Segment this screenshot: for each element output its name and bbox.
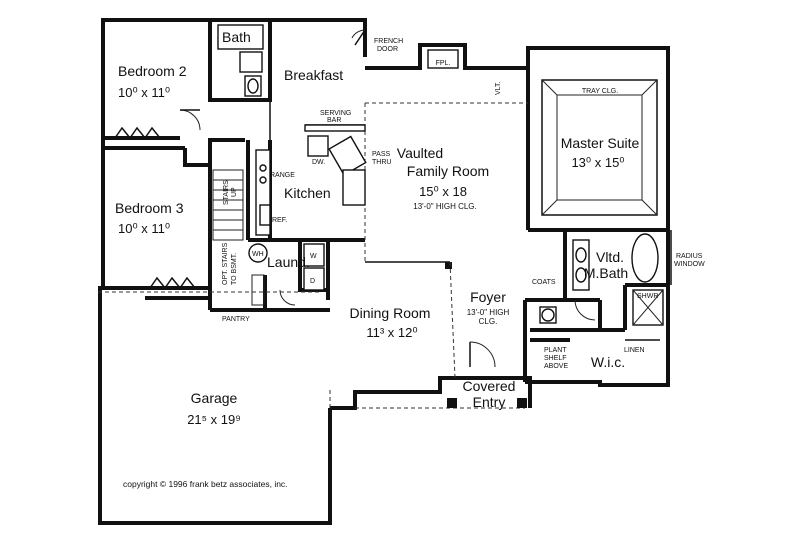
label-dryer: D — [310, 278, 315, 285]
room-dim-bedroom-3: 10⁰ x 11⁰ — [118, 221, 170, 236]
label-opt-stairs-l2: TO BSMT. — [231, 253, 238, 285]
room-label-master-bath-l2: M.Bath — [584, 265, 628, 281]
room-label-laundry: Laund. — [267, 254, 310, 270]
label-plant-shelf-l1: PLANT — [544, 347, 567, 354]
label-radius-window-l2: WINDOW — [674, 261, 705, 268]
label-coats: COATS — [532, 279, 556, 286]
label-tray-ceiling: TRAY CLG. — [582, 88, 618, 95]
label-fireplace: FPL. — [436, 60, 451, 67]
room-label-master-suite: Master Suite — [561, 135, 640, 151]
label-pantry: PANTRY — [222, 316, 250, 323]
room-label-wic: W.i.c. — [591, 354, 625, 370]
room-label-family-l2: Family Room — [407, 163, 489, 179]
room-dim-bedroom-2: 10⁰ x 11⁰ — [118, 85, 170, 100]
label-plant-shelf-l3: ABOVE — [544, 363, 568, 370]
room-label-kitchen: Kitchen — [284, 185, 331, 201]
tray-ceiling — [541, 79, 658, 216]
annotations: FRENCH DOOR FPL. VLT. TRAY CLG. SERVING … — [222, 38, 705, 370]
doors — [114, 29, 596, 368]
room-labels: Bath Bedroom 2 10⁰ x 11⁰ Breakfast Bedro… — [115, 29, 640, 427]
label-vaulted: VLT. — [495, 81, 502, 95]
fixtures — [212, 24, 672, 408]
room-dim-garage: 21⁵ x 19⁹ — [187, 412, 241, 427]
label-serving-bar-l1: SERVING — [320, 110, 351, 117]
label-french-door-l1: FRENCH — [374, 38, 403, 45]
label-stairs-l2: UP — [231, 187, 238, 197]
label-radius-window-l1: RADIUS — [676, 253, 703, 260]
room-note-foyer-l1: 13'-0" HIGH — [467, 308, 510, 317]
room-label-foyer: Foyer — [470, 289, 506, 305]
label-refrigerator: REF. — [272, 217, 287, 224]
room-note-family: 13'-0" HIGH CLG. — [413, 202, 477, 211]
stairs-icon — [212, 169, 244, 241]
copyright-text: copyright © 1996 frank betz associates, … — [123, 479, 288, 489]
room-label-master-bath-l1: Vltd. — [596, 249, 624, 265]
room-label-garage: Garage — [191, 390, 238, 406]
room-label-breakfast: Breakfast — [284, 67, 343, 83]
label-stairs-l1: STAIRS — [223, 180, 230, 205]
label-shower: SHWR — [637, 293, 658, 300]
room-label-bath: Bath — [222, 29, 251, 45]
room-label-family-l1: Vaulted — [397, 145, 443, 161]
room-label-bedroom-2: Bedroom 2 — [118, 63, 187, 79]
room-note-foyer-l2: CLG. — [479, 317, 498, 326]
label-linen: LINEN — [624, 347, 645, 354]
label-opt-stairs-l1: OPT. STAIRS — [222, 242, 229, 285]
interior-walls — [100, 20, 668, 382]
label-range: RANGE — [270, 172, 295, 179]
room-dim-master-suite: 13⁰ x 15⁰ — [571, 155, 624, 170]
label-dishwasher: DW. — [312, 159, 325, 166]
label-water-heater: WH — [252, 251, 264, 258]
label-plant-shelf-l2: SHELF — [544, 355, 567, 362]
room-label-bedroom-3: Bedroom 3 — [115, 200, 184, 216]
label-washer: W — [310, 253, 317, 260]
room-label-covered-l2: Entry — [473, 394, 506, 410]
label-pass-thru-l1: PASS — [372, 151, 390, 158]
room-label-dining: Dining Room — [350, 305, 431, 321]
room-dim-dining: 11³ x 12⁰ — [366, 325, 417, 340]
label-pass-thru-l2: THRU — [372, 159, 391, 166]
room-label-covered-l1: Covered — [463, 378, 516, 394]
label-french-door-l2: DOOR — [377, 46, 398, 53]
room-dim-family: 15⁰ x 18 — [419, 184, 467, 199]
label-serving-bar-l2: BAR — [327, 117, 341, 124]
